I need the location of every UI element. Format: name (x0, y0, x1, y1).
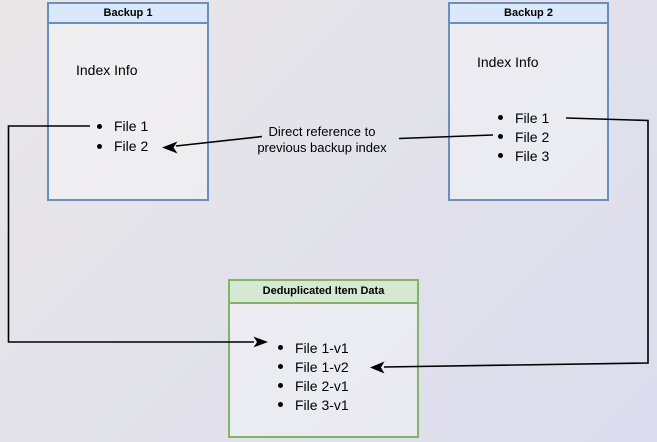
file-label: File 3-v1 (295, 396, 349, 413)
list-item: File 1 (498, 108, 549, 127)
bullet-icon (278, 383, 283, 388)
list-item: File 2-v1 (278, 376, 349, 395)
backup2-file-list: File 1 File 2 File 3 (498, 108, 549, 165)
list-item: File 2 (498, 127, 549, 146)
backup2-box: Backup 2 Index Info File 1 File 2 File 3 (448, 2, 609, 201)
dedup-header: Deduplicated Item Data (230, 281, 417, 304)
annotation-line-2: previous backup index (257, 140, 387, 155)
file-label: File 3 (515, 147, 550, 164)
list-item: File 3-v1 (278, 395, 349, 414)
bullet-icon (278, 402, 283, 407)
dedup-box: Deduplicated Item Data File 1-v1 File 1-… (228, 279, 419, 438)
file-label: File 1-v1 (295, 339, 349, 356)
reference-annotation: Direct reference to previous backup inde… (237, 124, 407, 156)
file-label: File 2 (515, 128, 550, 145)
backup1-box: Backup 1 Index Info File 1 File 2 (47, 2, 209, 201)
bullet-icon (97, 143, 102, 149)
file-label: File 1 (114, 118, 149, 134)
dedup-file-list: File 1-v1 File 1-v2 File 2-v1 File 3-v1 (278, 338, 349, 414)
backup1-file-list: File 1 File 2 (97, 116, 148, 156)
file-label: File 2-v1 (295, 377, 349, 394)
file-label: File 2 (114, 138, 149, 154)
bullet-icon (278, 345, 283, 350)
backup2-index-info-label: Index Info (477, 54, 539, 70)
backup1-header: Backup 1 (49, 4, 207, 24)
list-item: File 1-v2 (278, 357, 349, 376)
bullet-icon (278, 364, 283, 369)
list-item: File 3 (498, 146, 549, 165)
list-item: File 1-v1 (278, 338, 349, 357)
file-label: File 1 (515, 109, 550, 126)
list-item: File 1 (97, 116, 148, 136)
annotation-line-1: Direct reference to (268, 124, 376, 139)
bullet-icon (97, 123, 102, 129)
bullet-icon (498, 134, 503, 139)
list-item: File 2 (97, 136, 148, 156)
backup2-header: Backup 2 (450, 4, 607, 24)
bullet-icon (498, 115, 503, 120)
bullet-icon (498, 153, 503, 158)
file-label: File 1-v2 (295, 358, 349, 375)
backup1-index-info-label: Index Info (76, 62, 138, 78)
